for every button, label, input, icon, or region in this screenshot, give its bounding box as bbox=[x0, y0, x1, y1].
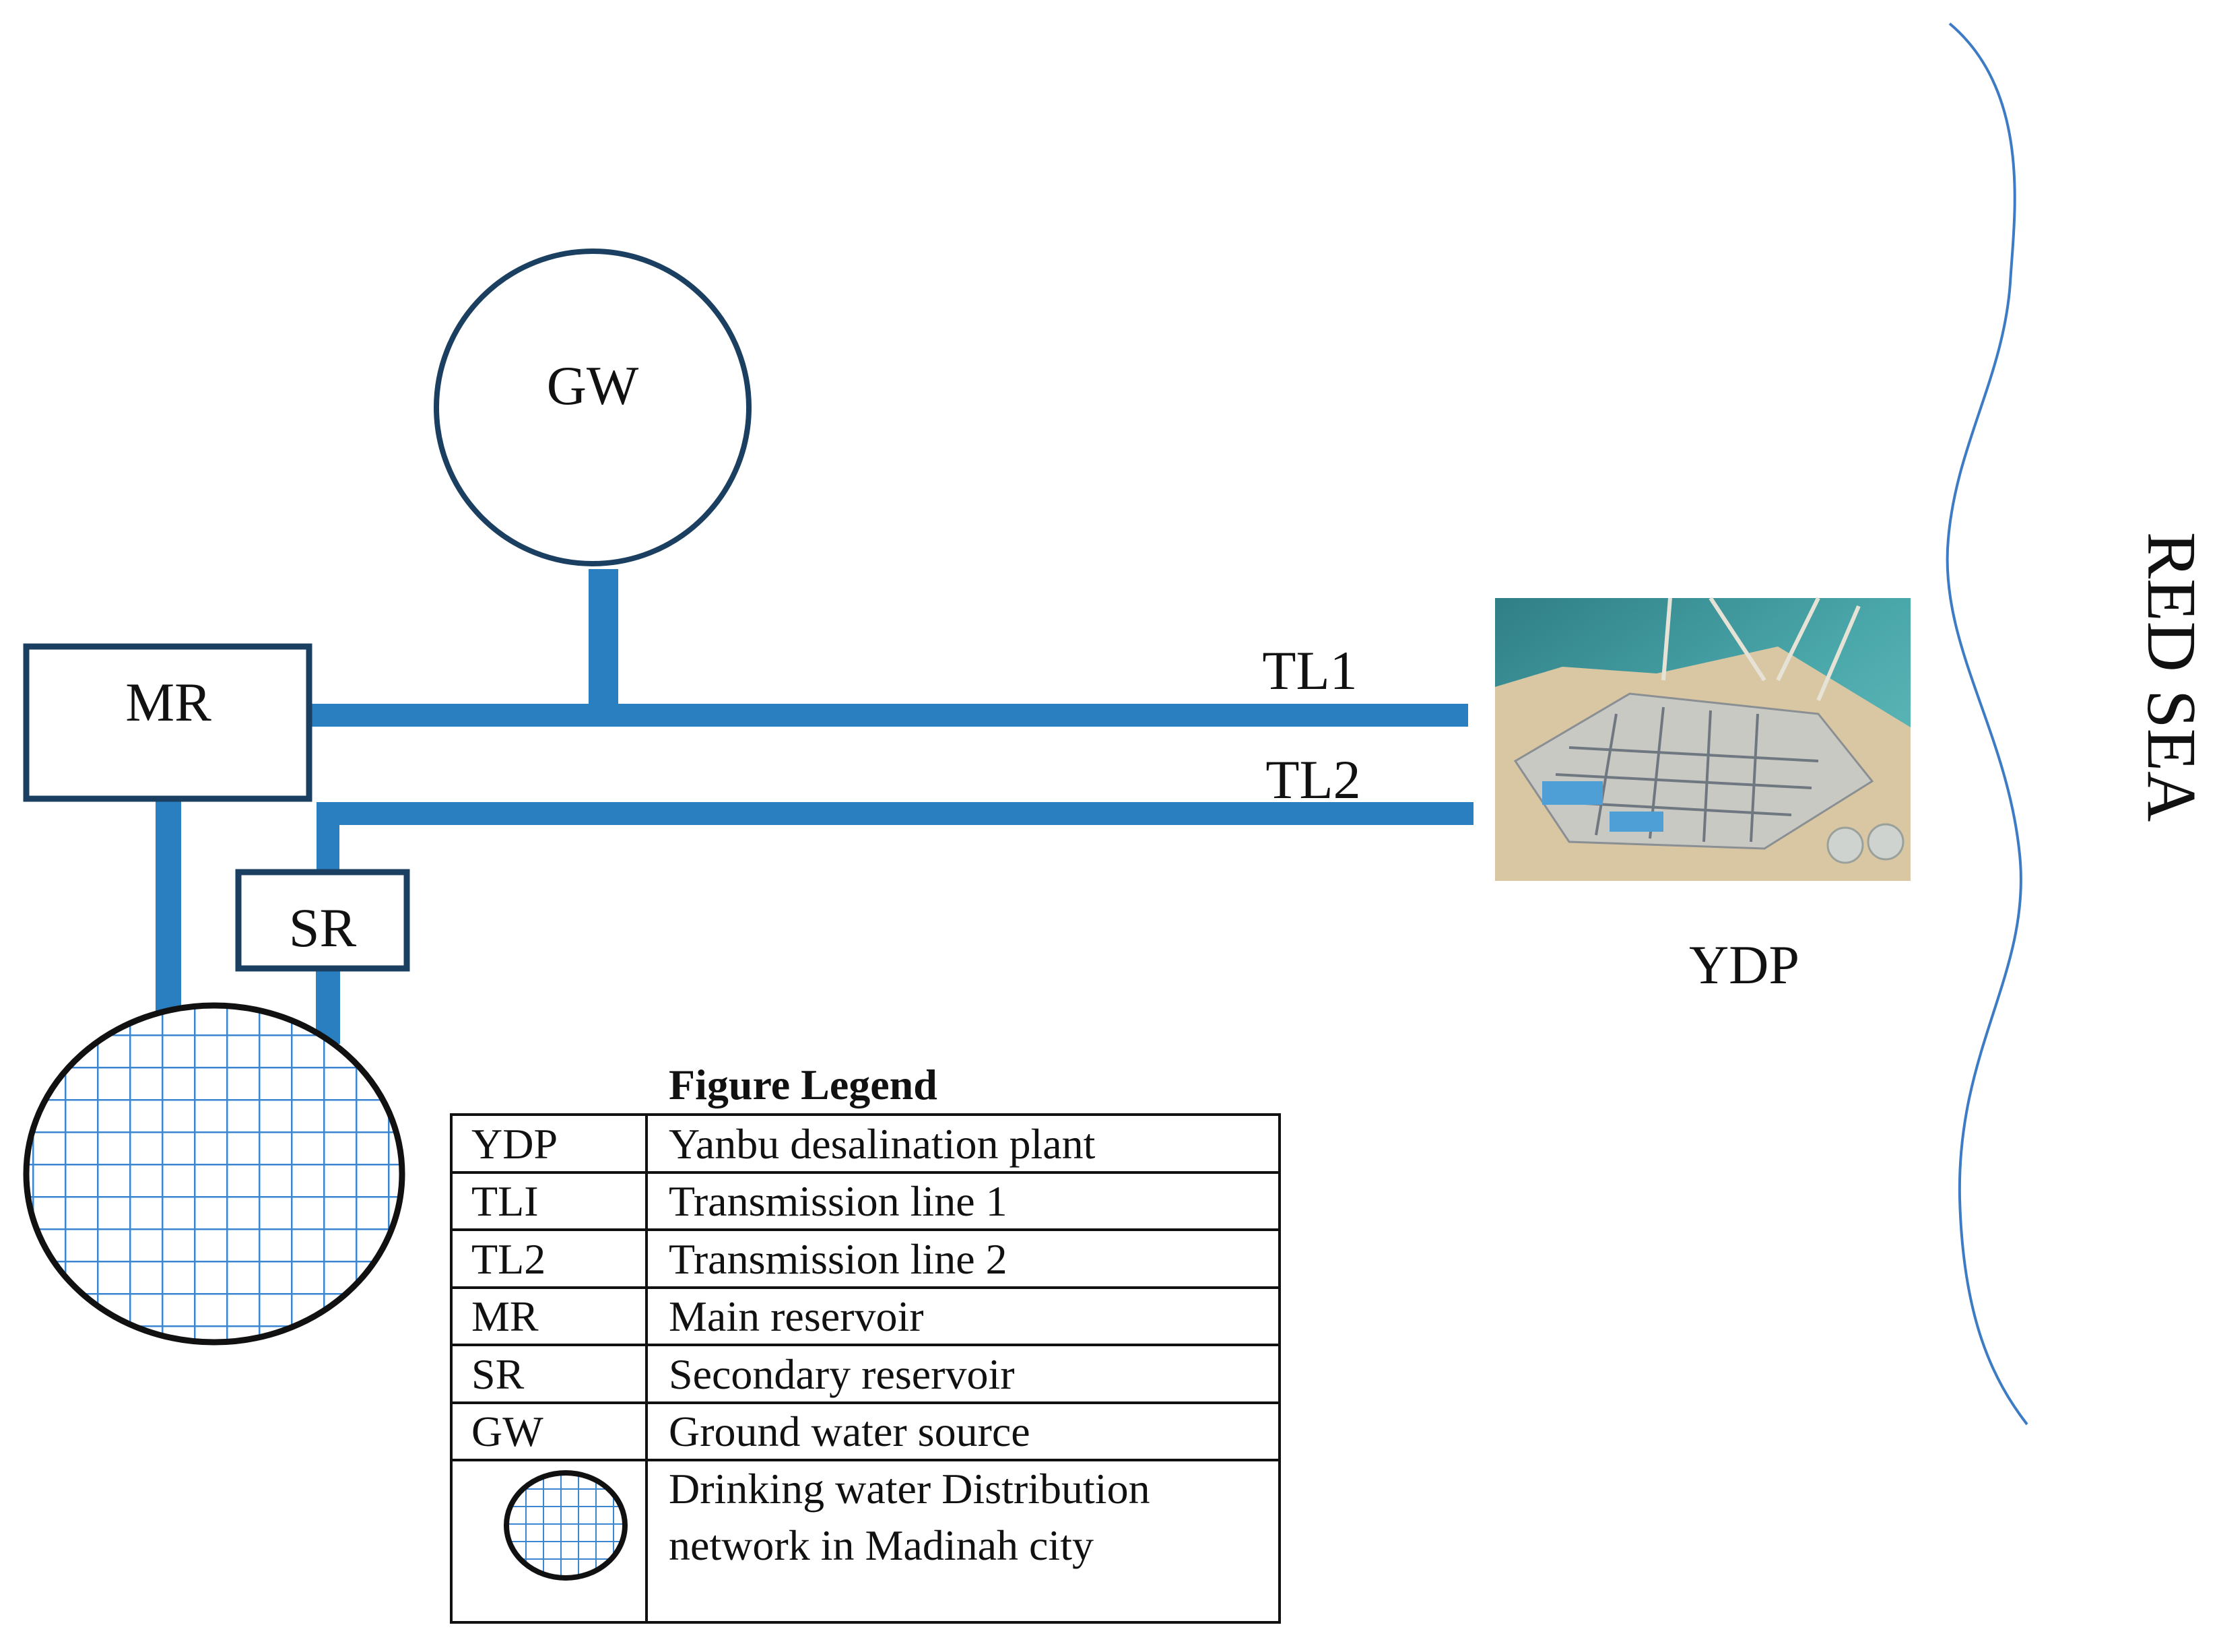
legend-network-icon bbox=[504, 1470, 628, 1581]
gw-node[interactable]: GW bbox=[434, 249, 752, 566]
legend-desc-ydp: Yanbu desalination plant bbox=[669, 1120, 1096, 1168]
ydp-plant-image bbox=[1495, 597, 1911, 881]
legend-desc-tl1: Transmission line 1 bbox=[669, 1177, 1007, 1225]
ydp-label: YDP bbox=[1689, 934, 1799, 995]
legend-abbr-sr: SR bbox=[471, 1350, 525, 1398]
figure-legend: Figure Legend YDP Yanbu desalination pla… bbox=[450, 1061, 1281, 1624]
sea-coastline bbox=[1946, 22, 2028, 1426]
pipes bbox=[156, 569, 1473, 1044]
distribution-network[interactable] bbox=[20, 997, 411, 1354]
sr-label: SR bbox=[289, 897, 357, 958]
tl2-label: TL2 bbox=[1265, 749, 1360, 810]
legend-abbr-tl2: TL2 bbox=[471, 1235, 545, 1283]
legend-title: Figure Legend bbox=[669, 1061, 937, 1109]
mr-label: MR bbox=[125, 671, 211, 733]
legend-desc-gw: Ground water source bbox=[669, 1408, 1030, 1455]
legend-desc-network-2: network in Madinah city bbox=[669, 1521, 1094, 1569]
sr-node[interactable]: SR bbox=[235, 869, 410, 972]
legend-abbr-gw: GW bbox=[471, 1408, 543, 1455]
legend-desc-sr: Secondary reservoir bbox=[669, 1350, 1015, 1398]
legend-desc-tl2: Transmission line 2 bbox=[669, 1235, 1007, 1283]
legend-desc-mr: Main reservoir bbox=[669, 1292, 924, 1340]
tl1-label: TL1 bbox=[1262, 640, 1357, 701]
legend-abbr-tl1: TLI bbox=[471, 1177, 539, 1225]
legend-abbr-ydp: YDP bbox=[471, 1120, 558, 1168]
gw-label: GW bbox=[547, 355, 639, 416]
mr-node[interactable]: MR bbox=[23, 643, 312, 802]
legend-desc-network-1: Drinking water Distribution bbox=[669, 1465, 1150, 1513]
sea-label: RED SEA bbox=[2133, 532, 2210, 822]
legend-abbr-mr: MR bbox=[471, 1292, 539, 1340]
